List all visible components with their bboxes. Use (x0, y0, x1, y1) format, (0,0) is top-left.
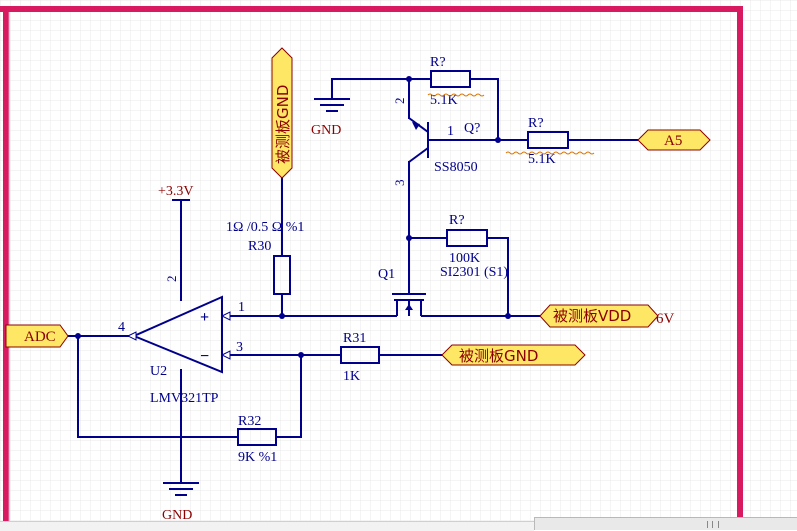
opamp-vcc-pin: 2 (164, 276, 179, 283)
npn-collector-pin: 2 (392, 98, 407, 105)
mosfet-q1[interactable] (392, 293, 426, 317)
vdd-voltage-suffix: 6V (656, 311, 675, 327)
port-vdd[interactable]: 被测板VDD (539, 304, 659, 328)
gnd-top-label: GND (311, 123, 341, 138)
u2-designator: U2 (150, 364, 167, 379)
resistor-r-gate[interactable] (446, 229, 488, 247)
resistor-r32[interactable] (237, 428, 277, 446)
r30-value: 1Ω /0.5 Ω %1 (226, 220, 304, 235)
r32-designator: R32 (238, 414, 261, 429)
r-base-designator: R? (528, 116, 544, 131)
r31-value: 1K (343, 369, 360, 384)
r-base-value-squiggle (505, 151, 595, 155)
port-gnd-vertical-label: 被测板GND (274, 85, 292, 164)
port-gnd-vertical[interactable]: 被测板GND (271, 47, 293, 179)
port-a5-label: A5 (664, 133, 682, 149)
port-gnd-right[interactable]: 被测板GND (441, 344, 586, 366)
r32-value: 9K %1 (238, 450, 277, 465)
opamp-minus-sign: − (200, 348, 209, 365)
r-base-value: 5.1K (528, 152, 556, 167)
vcc-label: +3.3V (158, 184, 194, 199)
npn-emitter-pin: 3 (392, 180, 407, 187)
q1-part: SI2301 (S1) (440, 265, 508, 280)
port-adc[interactable]: ADC (5, 324, 69, 348)
opamp-inv-pin: 3 (236, 340, 243, 355)
resistor-r-base[interactable] (527, 131, 569, 149)
port-vdd-label: 被测板VDD (553, 307, 631, 325)
opamp-u2[interactable] (126, 295, 232, 374)
bottom-status-strip (0, 521, 534, 531)
r-top-designator: R? (430, 55, 446, 70)
r31-designator: R31 (343, 331, 366, 346)
resistor-r30[interactable] (273, 255, 291, 295)
gnd-top-symbol[interactable] (314, 98, 350, 112)
q-npn-designator: Q? (464, 121, 480, 136)
transistor-npn[interactable] (408, 117, 429, 163)
wires (67, 78, 639, 483)
u2-part: LMV321TP (150, 391, 219, 406)
r-top-value-squiggle (427, 93, 485, 97)
port-a5[interactable]: A5 (637, 129, 711, 151)
horizontal-scrollbar[interactable] (534, 517, 797, 530)
junction-dots (75, 76, 511, 358)
opamp-noninv-pin: 1 (238, 300, 245, 315)
port-adc-label: ADC (24, 329, 56, 345)
opamp-out-pin: 4 (118, 320, 125, 335)
q-npn-part: SS8050 (434, 160, 478, 175)
r-gate-designator: R? (449, 213, 465, 228)
port-gnd-right-label: 被测板GND (459, 347, 538, 365)
r-top-value: 5.1K (430, 93, 458, 108)
resistor-r31[interactable] (340, 346, 380, 364)
sheet-border (0, 6, 743, 521)
r-gate-value: 100K (449, 251, 480, 266)
opamp-plus-sign: + (200, 309, 209, 326)
scrollbar-grip-icon[interactable] (707, 521, 719, 528)
q1-designator: Q1 (378, 267, 395, 282)
gnd-bottom-symbol[interactable] (163, 482, 199, 496)
npn-base-pin: 1 (447, 124, 454, 139)
resistor-r-top[interactable] (430, 70, 471, 88)
gnd-bottom-label: GND (162, 508, 192, 523)
r30-designator: R30 (248, 239, 271, 254)
